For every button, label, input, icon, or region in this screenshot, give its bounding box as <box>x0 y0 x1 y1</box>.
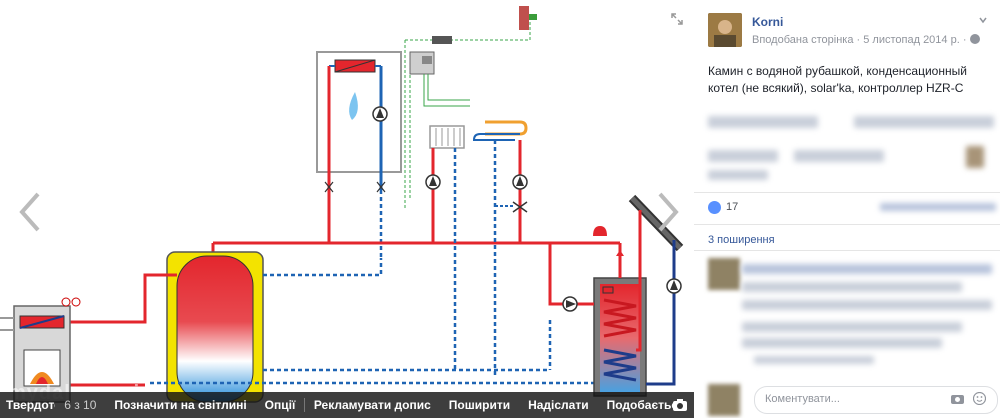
controller-icon <box>432 36 452 44</box>
blurred-content <box>742 322 962 332</box>
globe-icon <box>969 34 980 44</box>
previous-photo-arrow[interactable] <box>10 190 50 234</box>
next-photo-arrow[interactable] <box>648 190 688 234</box>
blurred-content <box>708 170 768 180</box>
blurred-content <box>742 338 942 348</box>
divider <box>694 192 1000 193</box>
expand-icon[interactable] <box>670 12 684 26</box>
blurred-content <box>966 146 984 168</box>
camera-icon[interactable] <box>951 393 964 404</box>
post-meta: Вподобана сторінка · 5 листопад 2014 р. … <box>752 34 980 46</box>
like-count[interactable]: 17 <box>726 201 739 213</box>
blurred-content <box>742 264 992 274</box>
tag-photo-button[interactable]: Позначити на світлині <box>114 398 247 412</box>
flame-icon <box>349 92 358 120</box>
send-button[interactable]: Надіслати <box>528 398 589 412</box>
boost-post-button[interactable]: Рекламувати допис <box>313 398 431 412</box>
blurred-content <box>708 150 778 162</box>
avatar <box>708 384 740 416</box>
blurred-content <box>754 356 874 364</box>
camera-icon[interactable] <box>672 398 688 412</box>
meta-separator: · <box>853 34 864 46</box>
comment-input[interactable]: Коментувати... <box>754 386 998 414</box>
post-sidebar: Korni Вподобана сторінка · 5 листопад 20… <box>694 0 1000 418</box>
blurred-content <box>880 203 996 211</box>
blurred-content <box>794 150 884 162</box>
comment-placeholder: Коментувати... <box>765 393 840 405</box>
chimney-icon <box>519 6 529 30</box>
like-button[interactable]: Подобається <box>606 398 685 412</box>
blurred-content <box>742 282 962 292</box>
shower-icon <box>593 226 607 236</box>
photo-viewer: mydalexxoni Твердотопли 6 з 10 Позначити… <box>0 6 694 418</box>
avatar[interactable] <box>708 13 742 47</box>
shares-link[interactable]: 3 поширення <box>708 234 775 246</box>
close-icon[interactable] <box>977 14 989 26</box>
page-name-link[interactable]: Korni <box>752 15 784 29</box>
meta-separator: · <box>959 34 970 46</box>
sensor-icon <box>529 14 537 20</box>
divider <box>694 250 1000 251</box>
divider <box>304 398 305 412</box>
photo-counter: 6 з 10 <box>64 398 97 412</box>
radiator-icon <box>429 125 465 149</box>
blurred-content <box>742 300 992 310</box>
share-button[interactable]: Поширити <box>448 398 511 412</box>
blurred-content <box>708 116 818 128</box>
avatar[interactable] <box>708 258 740 290</box>
blurred-content <box>854 116 994 128</box>
photo-action-bar: Твердотопли 6 з 10 Позначити на світлині… <box>0 392 694 418</box>
floor-heating-icon <box>485 120 528 136</box>
post-text: Камин с водяной рубашкой, конденсационны… <box>708 64 967 95</box>
options-button[interactable]: Опції <box>264 398 296 412</box>
photo-title: Твердотопли <box>6 398 55 412</box>
heating-schematic <box>0 6 684 403</box>
post-date-link[interactable]: 5 листопад 2014 р. <box>863 34 960 46</box>
page-type: Вподобана сторінка <box>752 34 854 46</box>
divider <box>694 224 1000 225</box>
emoji-icon[interactable] <box>972 391 987 406</box>
like-icon[interactable] <box>708 201 721 214</box>
